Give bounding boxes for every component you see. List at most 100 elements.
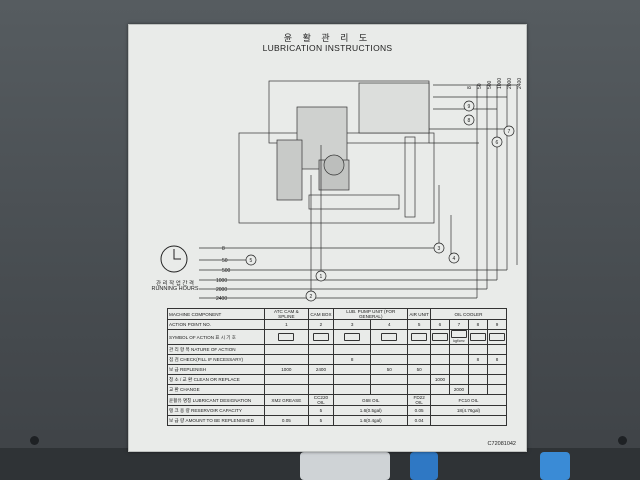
plate-title: LUBRICATION INSTRUCTIONS [262,43,393,53]
table-row: 탱 크 용 량 RESERVOIR CAPACITY 5 1.6(0.5gal)… [167,405,508,416]
table-cell [264,384,309,395]
row-label: 보 급 REPLENISH [167,364,265,375]
table-row: 점 검 CHECK(FILL IF NECESSARY) 8 8 8 [167,354,508,365]
table-row: 보 급 량 AMOUNT TO BE REPLENISHED 0.05 5 1.… [167,415,508,426]
oil-can-icon [381,332,398,341]
table-cell [448,364,469,375]
table-cell: 1.6(0.4gal) [333,415,409,426]
table-cell: 1000 [264,364,309,375]
table-header: SYMBOL OF ACTION 표 시 기 호 [167,329,265,345]
row-label: 청 소 / 교 환 CLEAN OR REPLACE [167,374,265,385]
table-cell [370,384,409,395]
table-cell [407,384,431,395]
oil-can-icon [278,332,295,341]
table-header: 관 리 항 목 NATURE OF ACTION [167,344,265,355]
oil-can-icon [411,332,428,341]
lubrication-diagram: 8 50 500 1000 2000 2400 8 50 500 1000 20… [160,78,523,302]
table-row: SYMBOL OF ACTION 표 시 기 호 kgf/cm² [167,329,508,345]
table-cell: 1000 [429,374,450,385]
table-cell [467,384,488,395]
table-cell: CC220 OIL [307,394,335,406]
table-cell: G68 OIL [333,394,409,406]
cable [410,452,438,480]
row-label: 보 급 량 AMOUNT TO BE REPLENISHED [167,415,265,426]
table-cell: 2 [307,319,335,330]
svg-text:1: 1 [320,274,323,280]
row-label: 윤활유 명칭 LUBRICANT DESIGNATION [167,394,265,406]
table-cell: ATC CAM & SPLINE [264,308,309,320]
table-cell: 2000 [448,384,469,395]
point-marker: 8 [463,114,475,126]
table-cell: 4 [370,319,409,330]
cable [540,452,570,480]
table-cell: 1.6(0.5gal) [333,405,409,416]
table-row: 관 리 항 목 NATURE OF ACTION [167,344,508,355]
table-cell: 8 [467,319,488,330]
top-hours-label: 2400 [517,78,523,89]
point-marker: 2 [305,290,317,302]
table-row: 교 환 CHANGE 2000 [167,384,508,395]
table-cell [429,354,450,365]
table-cell [370,354,409,365]
table-cell: 8 [486,354,508,365]
gauge-icon [450,330,467,338]
top-hours-label: 1000 [497,78,503,89]
hours-label: 2400 [216,296,227,302]
row-label: 교 환 CHANGE [167,384,265,395]
table-cell: LUB. PUMP UNIT (FOR GENERAL) [333,308,409,320]
table-cell: 50 [407,364,431,375]
row-label: 탱 크 용 량 RESERVOIR CAPACITY [167,405,265,416]
table-cell [370,374,409,385]
spindle-housing [358,82,430,134]
lubrication-plate: 윤 활 관 리 도 LUBRICATION INSTRUCTIONS 8 50 [128,24,527,452]
bed [308,194,400,210]
table-cell: 7 [448,319,469,330]
table-cell: 3 [333,319,372,330]
table-cell [333,384,372,395]
column [404,136,416,218]
table-cell: FC10 OIL [429,394,508,406]
point-marker: 1 [315,270,327,282]
point-marker: 7 [503,125,515,137]
table-cell [307,354,335,365]
table-cell: 8 [467,354,488,365]
running-hours-label: RUNNING HOURS [151,286,199,292]
svg-text:2: 2 [310,294,313,300]
top-hours-label: 8 [467,86,473,89]
table-cell [407,354,431,365]
svg-text:3: 3 [438,246,441,252]
table-cell: XM2 GREASE [264,394,309,406]
svg-text:7: 7 [508,129,511,135]
hours-label: 1000 [216,278,227,284]
lubrication-table: MACHINE COMPONENT ATC CAM & SPLINE CAM B… [167,308,508,426]
point-marker: 9 [463,100,475,112]
svg-text:6: 6 [496,140,499,146]
plate-code: C72081042 [487,441,516,447]
hours-scale: 8 50 500 1000 2000 2400 [216,246,231,302]
cable [300,452,390,480]
table-row: 보 급 REPLENISH 1000 2400 50 50 [167,364,508,375]
table-cell: 5 [407,319,431,330]
svg-text:4: 4 [453,256,456,262]
table-cell: 0.04 [407,415,431,426]
top-hours-label: 500 [487,80,493,89]
table-cell: OIL COOLER [429,308,508,320]
table-cell [429,364,450,375]
table-row: 윤활유 명칭 LUBRICANT DESIGNATION XM2 GREASE … [167,394,508,406]
table-cell [467,364,488,375]
top-hours-scale: 8 50 500 1000 2000 2400 [467,78,523,89]
pump-unit [323,154,345,176]
point-marker: 3 [433,242,445,254]
table-cell: 18(4.76gal) [429,405,508,416]
table-cell [264,374,309,385]
filter-icon [431,332,448,341]
table-cell [467,374,488,385]
table-cell: 9 [486,319,508,330]
table-cell [486,384,508,395]
plate-title-korean: 윤 활 관 리 도 [283,33,372,43]
table-cell: 1 [264,319,309,330]
table-cell: AIR UNIT [407,308,431,320]
oil-can-icon [469,332,486,341]
table-cell [429,384,450,395]
table-cell [264,354,309,365]
